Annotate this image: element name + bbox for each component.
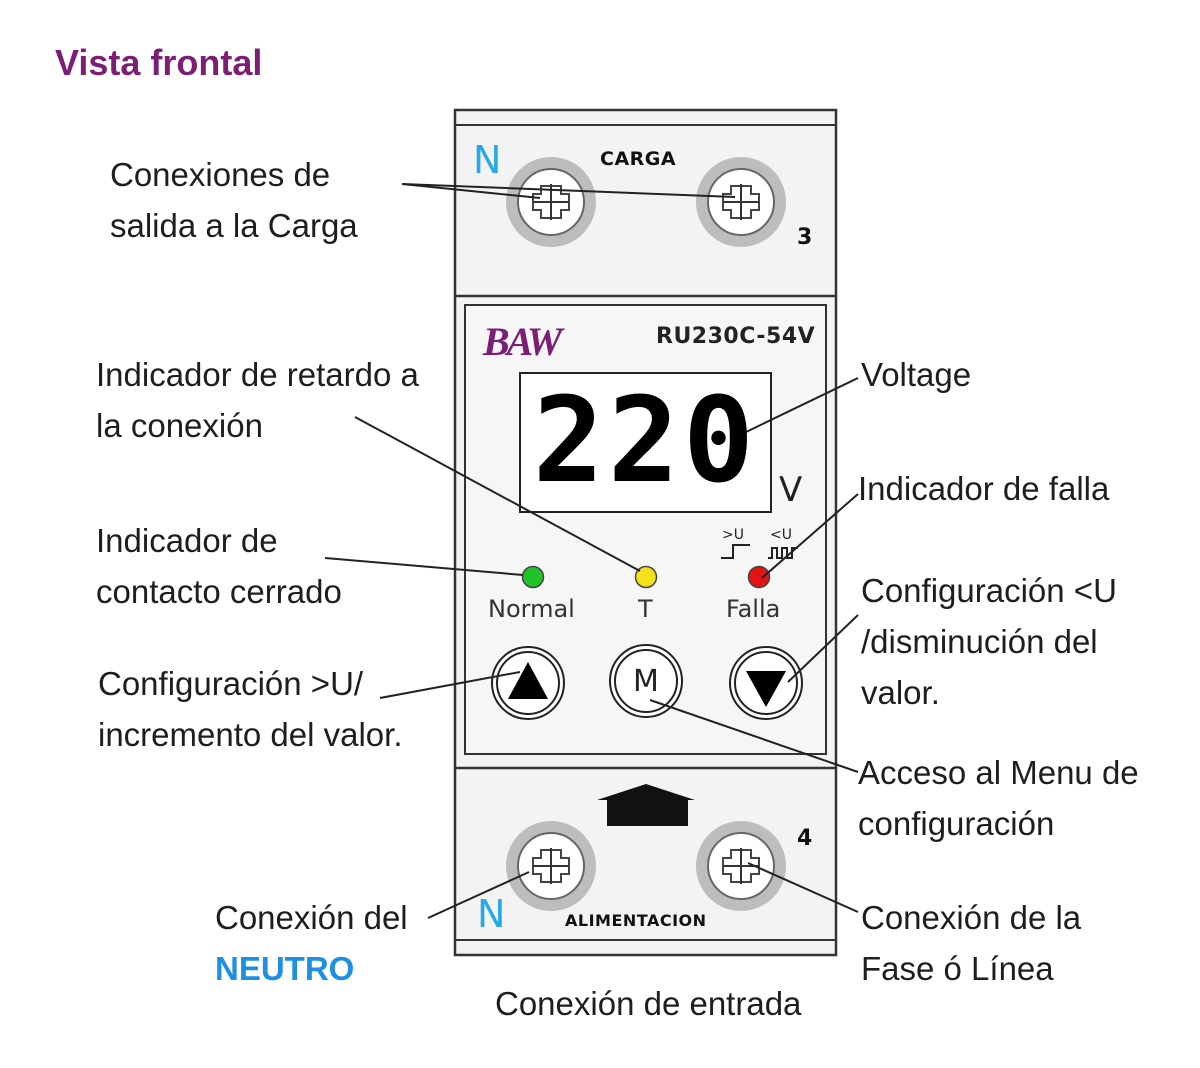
brand-logo: BAW	[483, 319, 562, 364]
neutral-emphasis: NEUTRO	[215, 950, 355, 987]
over-voltage-icon	[721, 544, 750, 559]
mode-over-label: >U	[722, 527, 744, 543]
label-menu-access: Acceso al Menu de configuración	[858, 754, 1139, 842]
button-menu	[609, 644, 683, 718]
terminal-screw-bottom-left	[506, 821, 596, 911]
up-button[interactable]	[492, 647, 564, 719]
page-title: Vista frontal	[55, 42, 263, 83]
voltage-display	[519, 372, 772, 513]
led-fault	[747, 565, 771, 589]
label-config-over: Configuración >U/ incremento del valor.	[98, 665, 403, 753]
led-normal	[521, 565, 545, 589]
voltage-unit: V	[779, 470, 803, 510]
under-voltage-icon	[768, 547, 798, 559]
label-voltage: Voltage	[861, 356, 972, 393]
terminal-screw-top-left	[506, 157, 596, 247]
label-output-connections: Conexiones de salida a la Carga	[110, 156, 358, 244]
mode-under-label: <U	[770, 527, 792, 543]
triangle-up-icon	[508, 662, 548, 699]
led-caption-fault: Falla	[726, 595, 781, 623]
led-caption-normal: Normal	[488, 595, 575, 623]
input-arrow-icon	[597, 784, 695, 826]
terminal-number-3: 3	[797, 225, 813, 250]
terminal-screw-bottom-right	[696, 821, 786, 911]
footer-caption: Conexión de entrada	[495, 985, 802, 1022]
down-button[interactable]	[730, 647, 802, 719]
terminal-number-4: 4	[797, 826, 813, 851]
menu-button-label[interactable]: M	[633, 663, 659, 699]
label-closed-contact: Indicador de contacto cerrado	[96, 522, 342, 610]
voltage-value: 220	[532, 370, 759, 509]
label-neutral-connection: Conexión del NEUTRO	[215, 892, 408, 994]
neutral-mark-top: N	[473, 138, 502, 182]
display-readout: 220	[520, 373, 771, 512]
led-delay	[634, 565, 658, 589]
button-down	[729, 646, 803, 720]
label-fault-indicator: Indicador de falla	[858, 470, 1110, 507]
model-number: RU230C-54V	[656, 324, 816, 349]
terminal-screw-top-right	[696, 157, 786, 247]
bottom-terminal-label: ALIMENTACION	[565, 911, 707, 930]
top-terminal-label: CARGA	[600, 148, 677, 170]
led-caption-delay: T	[638, 595, 653, 623]
label-phase-connection: Conexión de la Fase ó Línea	[861, 899, 1082, 987]
label-config-under: Configuración <U /disminución del valor.	[861, 572, 1117, 711]
label-delay-indicator: Indicador de retardo a la conexión	[96, 356, 419, 444]
neutral-mark-bottom: N	[477, 892, 506, 936]
triangle-down-icon	[746, 671, 786, 707]
leader-lines	[324, 183, 859, 919]
button-up	[491, 646, 565, 720]
